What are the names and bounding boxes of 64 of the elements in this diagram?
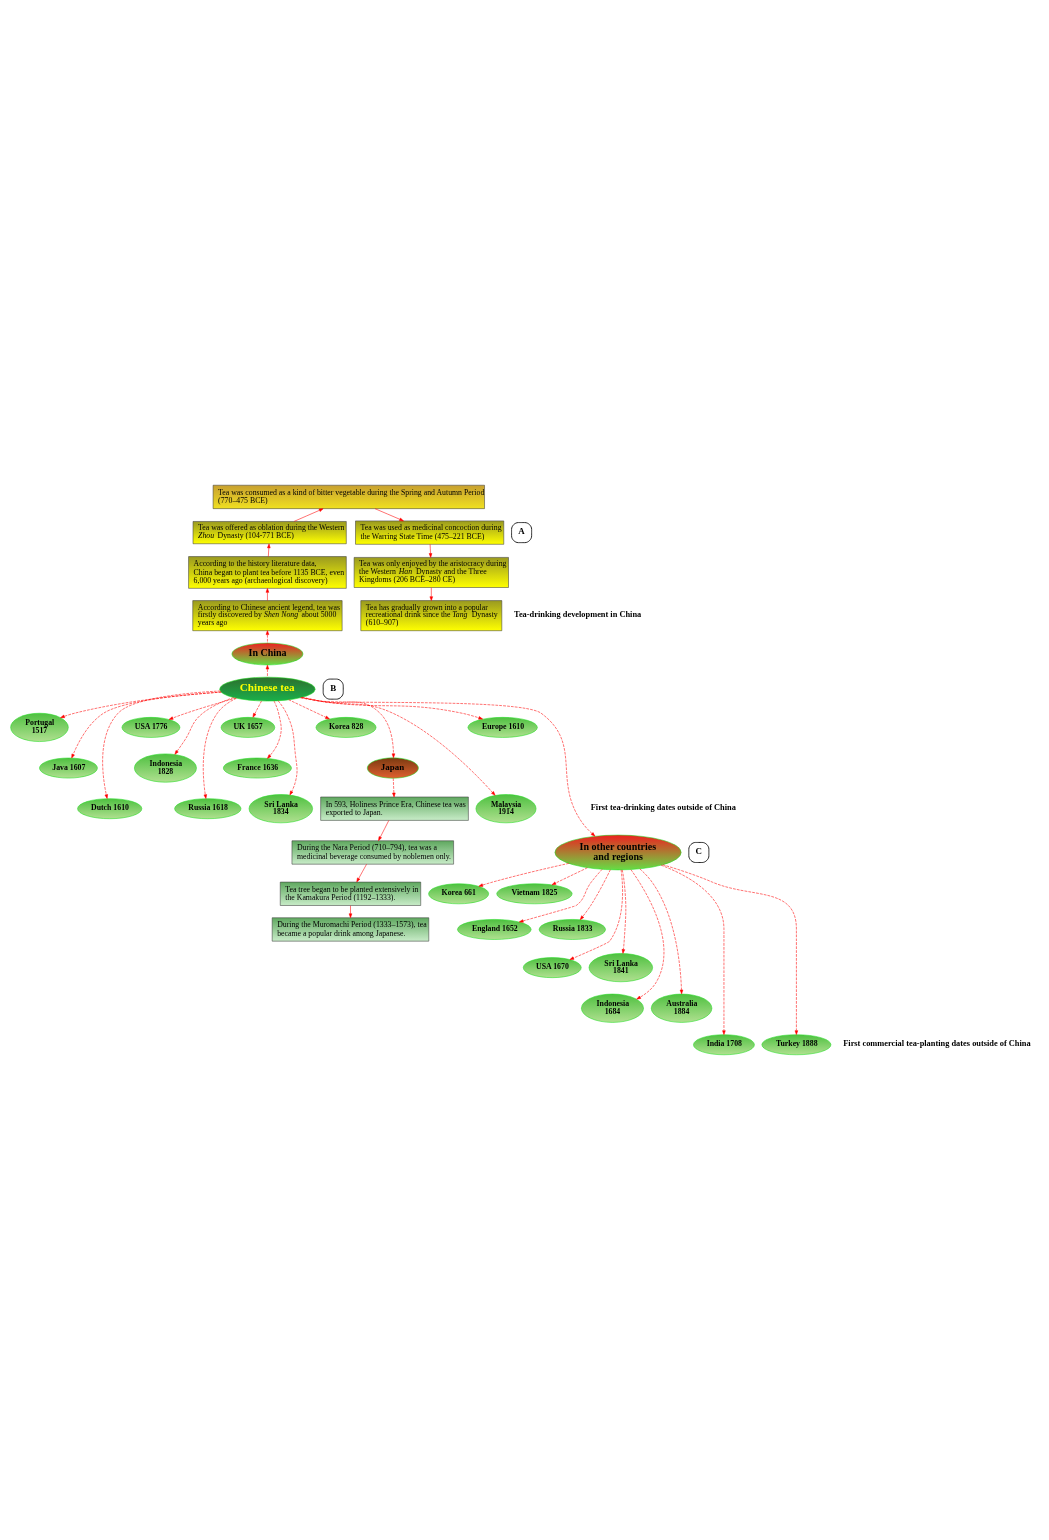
arrow <box>267 700 282 759</box>
node-ellipse: Indonesia 1828 <box>134 753 197 783</box>
arrow <box>519 869 603 923</box>
node-box: Tea was consumed as a kind of bitter vegetable during the Spring and Autumn Period (770–475 BCE) <box>212 484 485 509</box>
node-box: Tea was only enjoyed by the aristocracy during the Western Han Dynasty and the Three Kingdoms (206 BCE–280 CE) <box>353 557 509 588</box>
arrow <box>265 630 270 644</box>
node-box: Tea tree began to be planted extensively in the Kamakura Period (1192–1333). <box>280 881 421 906</box>
arrow <box>428 544 433 558</box>
arrow <box>300 697 483 720</box>
node-box: In 593, Holiness Prince Era, Chinese tea was exported to Japan. <box>320 796 469 821</box>
label: First commercial tea-planting dates outside of China <box>843 1039 1031 1049</box>
node-ellipse: Chinese tea <box>219 676 316 702</box>
node-ellipse: Australia 1884 <box>651 993 713 1023</box>
arrow <box>374 508 404 522</box>
node-box: According to Chinese ancient legend, tea was firstly discovered by Shen Nong about 5000 years ago <box>192 600 343 631</box>
node-box: During the Nara Period (710–794), tea was a medicinal beverage consumed by noblemen only. <box>291 840 454 865</box>
arrow <box>168 697 237 720</box>
node-box: Tea has gradually grown into a popular recreational drink since the Tang Dynasty (610–907) <box>360 600 503 631</box>
node-ellipse: Russia 1833 <box>538 919 606 940</box>
arrow <box>300 697 596 837</box>
arrow <box>569 869 623 960</box>
arrow <box>288 699 330 720</box>
arrow <box>580 869 611 920</box>
node-ellipse: In China <box>231 642 304 666</box>
arrow <box>252 700 262 718</box>
label: First tea-drinking dates outside of China <box>590 803 736 813</box>
arrow <box>293 508 324 522</box>
arrow <box>277 700 298 796</box>
node-ellipse: India 1708 <box>693 1034 755 1056</box>
node-ellipse: Turkey 1888 <box>761 1034 832 1056</box>
node-ellipse: Dutch 1610 <box>77 798 143 819</box>
arrow <box>174 697 234 755</box>
arrow <box>348 905 353 918</box>
arrow <box>102 690 221 799</box>
arrow <box>71 691 222 759</box>
arrow <box>301 697 496 796</box>
arrow <box>392 778 396 798</box>
node-ellipse: Japan <box>367 757 419 779</box>
node-box: During the Muromachi Period (1333–1573), tea became a popular drink among Japanese. <box>271 917 430 942</box>
arrow <box>265 664 270 678</box>
node-ellipse: Java 1607 <box>39 757 98 779</box>
arrow <box>621 869 627 954</box>
node-ellipse: Malaysia 1914 <box>475 794 537 824</box>
arrow <box>429 587 433 601</box>
node-ellipse: France 1636 <box>223 757 292 779</box>
node-ellipse: UK 1657 <box>220 717 276 738</box>
arrow <box>267 543 271 557</box>
arrow <box>356 863 367 883</box>
arrow <box>265 588 270 601</box>
arrow <box>630 869 665 1000</box>
arrow <box>551 867 588 886</box>
node-box: According to the history literature data, China began to plant tea before 1135 BCE, even 6,000 years ago (archaeological discovery) <box>188 556 347 589</box>
label: Tea-drinking development in China <box>514 610 642 620</box>
arrow <box>378 820 390 841</box>
node-box: Tea was offered as oblation during the Western Zhou Dynasty (104-771 BCE) <box>192 521 347 545</box>
arrow <box>639 868 684 995</box>
arrow <box>478 863 570 887</box>
arrow <box>660 864 726 1035</box>
arrow <box>662 864 799 1035</box>
node-box: Tea was used as medicinal concoction during the Warring State Time (475–221 BCE) <box>355 520 505 545</box>
node-ellipse: Sri Lanka 1841 <box>588 953 653 983</box>
arrow <box>203 697 237 799</box>
node-ellipse: Russia 1618 <box>174 798 242 819</box>
node-ellipse: Sri Lanka 1834 <box>248 794 313 824</box>
